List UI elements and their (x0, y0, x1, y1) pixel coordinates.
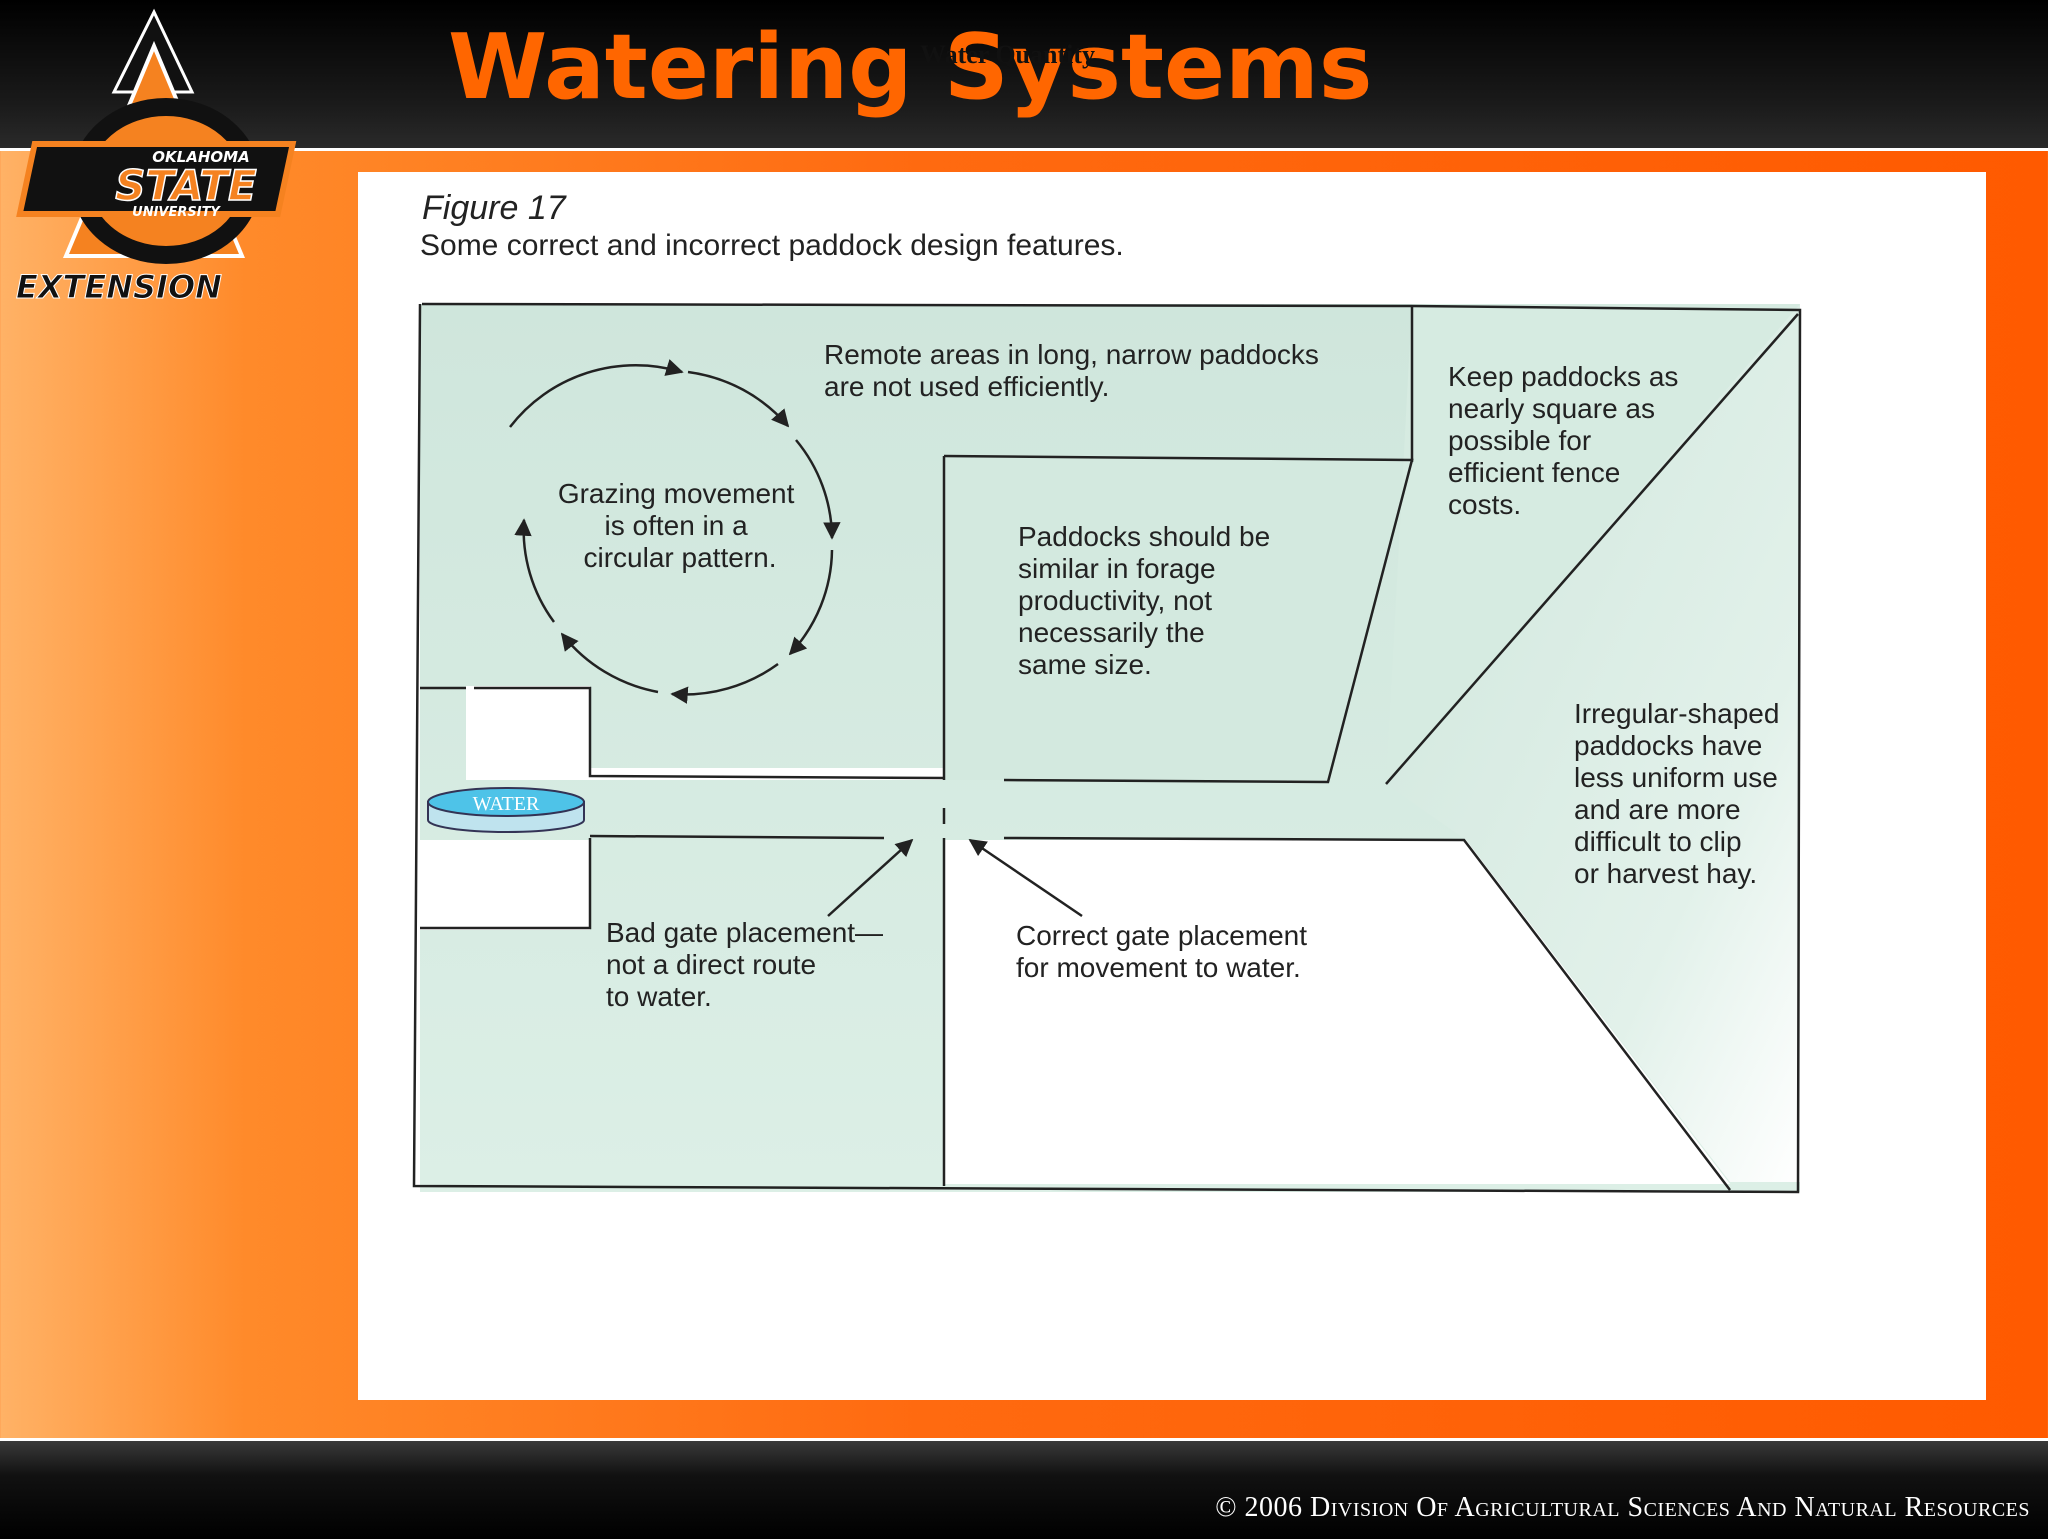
page-subtitle: Water Quantity (920, 40, 1096, 69)
footer-bar (0, 1438, 2048, 1539)
svg-text:EXTENSION: EXTENSION (16, 268, 222, 306)
circular-arrows (509, 359, 841, 704)
note-remote-areas: Remote areas in long, narrow paddocks ar… (824, 339, 1327, 402)
fence-lines (412, 302, 1802, 1194)
note-irregular-shaped: Irregular-shaped paddocks have less unif… (1574, 698, 1787, 889)
lane-bottom (420, 840, 590, 930)
paddock-bottom-center (944, 840, 1730, 1184)
gate-arrows (827, 838, 1083, 918)
lane-top (466, 686, 944, 780)
figure-label: Figure 17 (422, 189, 567, 227)
note-correct-gate: Correct gate placement for movement to w… (1016, 920, 1315, 983)
note-bad-gate: Bad gate placement— not a direct route t… (606, 917, 891, 1012)
svg-text:STATE: STATE (115, 161, 257, 210)
svg-text:OKLAHOMA: OKLAHOMA (152, 148, 249, 166)
svg-text:UNIVERSITY: UNIVERSITY (132, 205, 221, 220)
paddock-diagram: Figure 17 Some correct and incorrect pad… (412, 189, 1802, 1194)
header-bar (0, 0, 2048, 151)
paddock-center (944, 458, 1412, 780)
figure-panel: Figure 17 Some correct and incorrect pad… (358, 172, 1986, 1400)
copyright-text: © 2006 Division Of Agricultural Sciences… (1215, 1492, 2030, 1523)
note-similar-productivity: Paddocks should be similar in forage pro… (1018, 521, 1278, 680)
note-keep-square: Keep paddocks as nearly square as possib… (1448, 361, 1686, 520)
water-tank: WATER (427, 787, 585, 833)
paddock-irregular (1386, 304, 1800, 1182)
figure-caption: Some correct and incorrect paddock desig… (420, 229, 1124, 262)
water-label: WATER (473, 793, 540, 815)
note-grazing-movement: Grazing movement is often in a circular … (558, 478, 802, 573)
page-title: Watering Systems (448, 15, 1373, 120)
osu-extension-logo: OKLAHOMA STATE UNIVERSITY EXTENSION (16, 8, 297, 307)
